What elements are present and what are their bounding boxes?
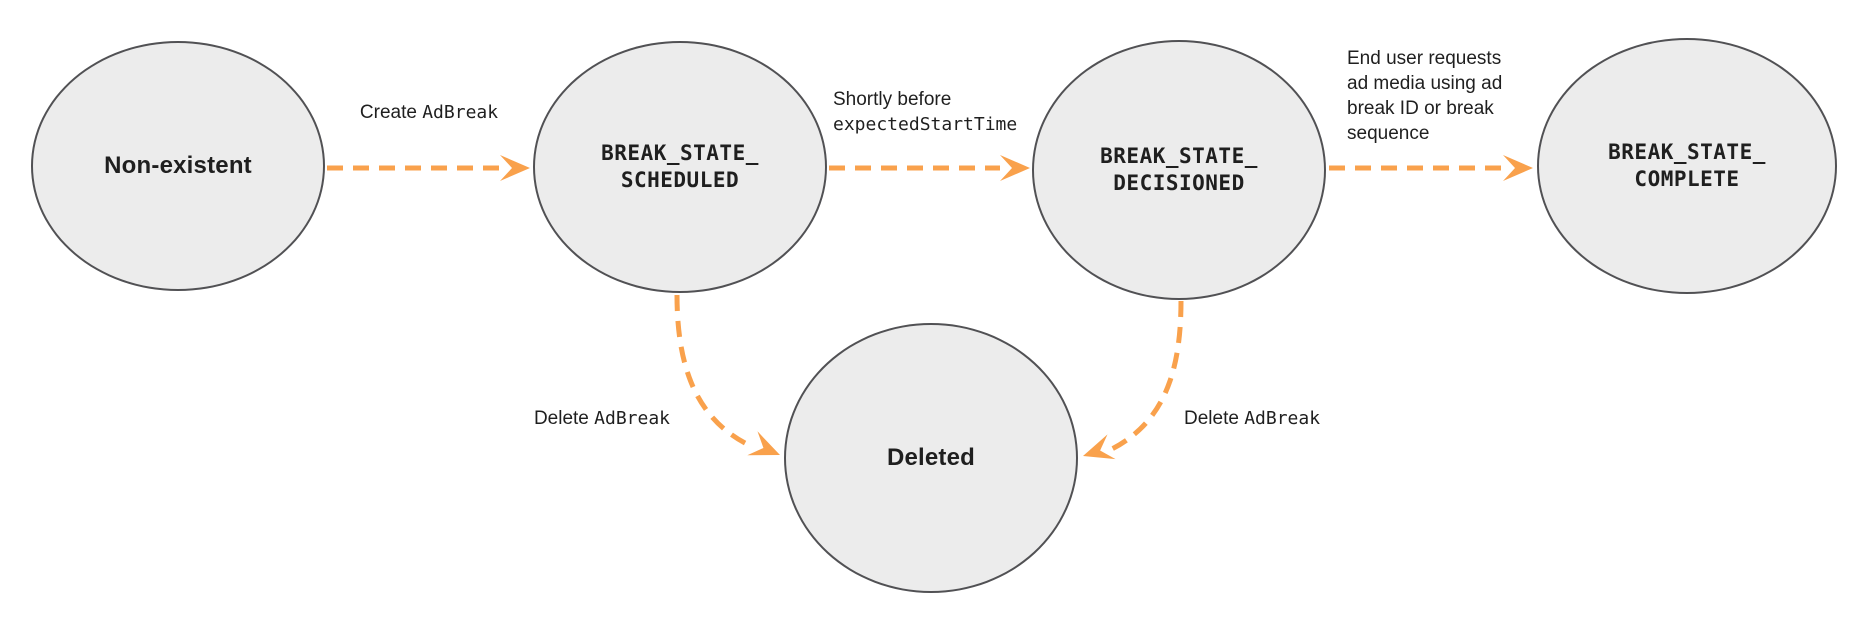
transition-label-delete-adbreak-right: Delete AdBreak [1184, 406, 1320, 431]
transition-label-delete-adbreak-left: Delete AdBreak [510, 406, 670, 431]
label-sans-part: Delete [1184, 408, 1245, 429]
arrow-delete-from-decisioned [1108, 300, 1184, 453]
arrow-delete-from-scheduled [674, 294, 755, 450]
state-label-line2: DECISIONED [1113, 171, 1245, 195]
arrowhead-complete [1503, 155, 1533, 181]
state-label: Non-existent [104, 152, 252, 179]
label-sans-part: Create [359, 102, 423, 123]
arrowhead-create [500, 155, 530, 181]
label-code-part: AdBreak [422, 102, 499, 123]
transition-label-end-user-requests: End user requests ad media using ad brea… [1347, 46, 1547, 146]
state-label-line1: BREAK_STATE_ [1608, 140, 1766, 164]
state-label-line2: SCHEDULED [620, 168, 740, 192]
label-code-part: expectedStartTime [833, 114, 1018, 135]
state-node-non-existent: Non-existent [31, 41, 325, 291]
label-sans-part: Delete [533, 408, 595, 429]
state-label-line2: COMPLETE [1634, 167, 1740, 191]
label-line: break ID or break [1347, 98, 1494, 119]
transition-label-create-adbreak: Create AdBreak [340, 100, 518, 125]
arrowhead-delete-from-decisioned [1083, 434, 1116, 460]
label-code-part: AdBreak [594, 408, 670, 429]
label-sans-part: Shortly before [833, 89, 952, 110]
label-line: ad media using ad [1347, 73, 1503, 94]
label-line: End user requests [1347, 48, 1502, 69]
arrowhead-delete-from-scheduled [747, 431, 780, 456]
state-node-break-state-scheduled: BREAK_STATE_ SCHEDULED [533, 41, 827, 293]
arrowhead-decision [1000, 155, 1030, 181]
state-node-break-state-decisioned: BREAK_STATE_ DECISIONED [1032, 40, 1326, 300]
state-label-line1: BREAK_STATE_ [601, 141, 759, 165]
state-label: Deleted [886, 444, 976, 471]
state-node-deleted: Deleted [784, 323, 1078, 593]
state-label-line1: BREAK_STATE_ [1100, 144, 1258, 168]
label-code-part: AdBreak [1244, 408, 1321, 429]
transition-label-shortly-before: Shortly before expectedStartTime [833, 87, 1017, 137]
state-node-break-state-complete: BREAK_STATE_ COMPLETE [1537, 38, 1837, 294]
label-line: sequence [1347, 123, 1430, 144]
